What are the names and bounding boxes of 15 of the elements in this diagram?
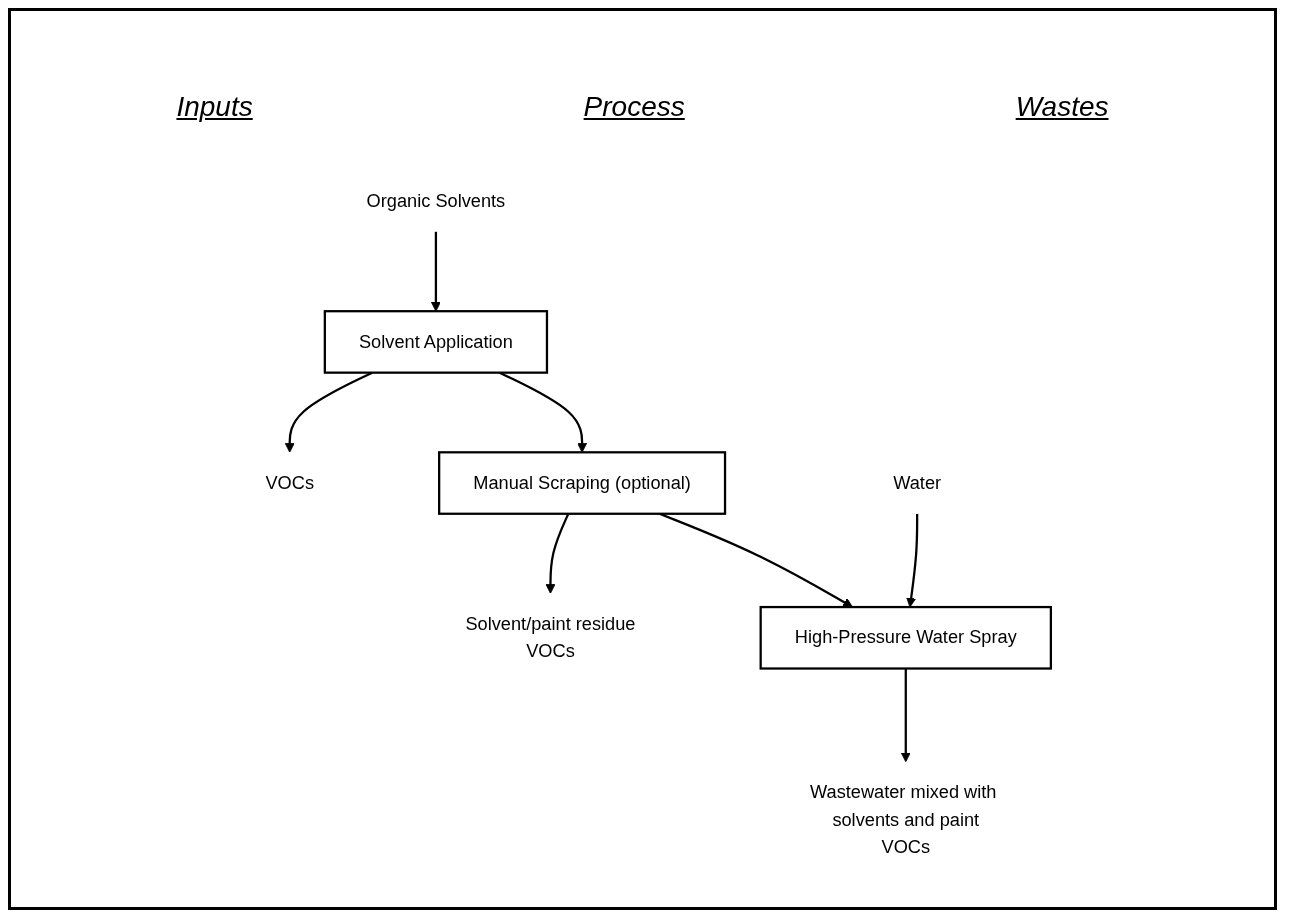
arrow bbox=[906, 513, 919, 608]
node-text: Solvent/paint residue VOCs bbox=[465, 613, 636, 661]
node-box: High-Pressure Water Spray bbox=[759, 605, 1053, 670]
column-heading: Inputs bbox=[176, 91, 253, 123]
column-heading: Wastes bbox=[1015, 91, 1109, 123]
node-text: Organic Solvents bbox=[366, 190, 506, 210]
node-text: VOCs bbox=[265, 472, 314, 493]
node-box: Solvent Application bbox=[323, 310, 549, 374]
column-heading: Process bbox=[583, 91, 685, 123]
arrow bbox=[900, 668, 911, 763]
node-box: Manual Scraping (optional) bbox=[438, 451, 727, 515]
node-text: Wastewater mixed with solvents and paint VOCs bbox=[809, 782, 997, 857]
node-text: Water bbox=[893, 472, 942, 493]
arrow bbox=[430, 231, 441, 312]
arrow bbox=[545, 513, 570, 594]
